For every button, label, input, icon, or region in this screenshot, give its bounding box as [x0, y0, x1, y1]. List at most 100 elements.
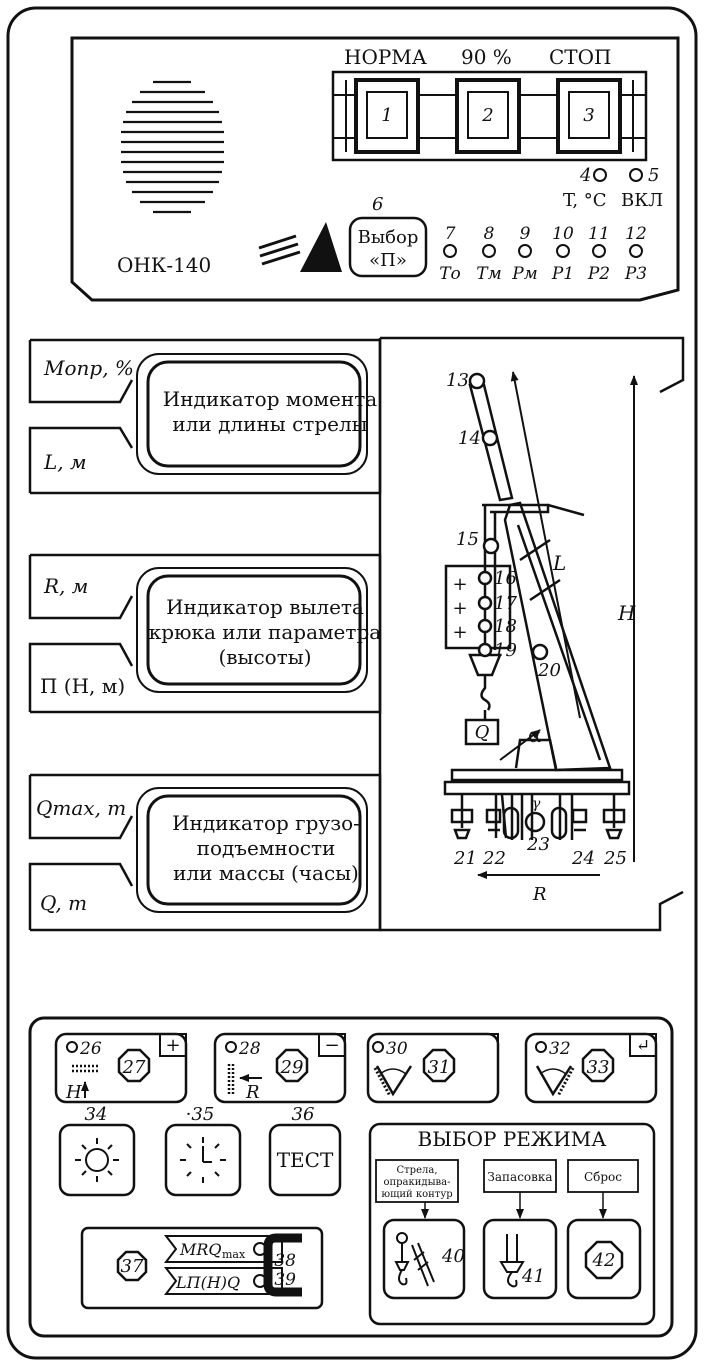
boom-mode-button[interactable]: 40 — [382, 1218, 466, 1300]
key-number: 40 — [441, 1246, 465, 1267]
brightness-key-number: 34 — [85, 1104, 108, 1125]
indicator-bottom-tab-label: L, м — [43, 450, 87, 474]
key-led — [66, 1041, 78, 1053]
boom-mode-caption-2: опракидыва- — [383, 1177, 450, 1188]
keypad-panel-frame — [28, 1016, 674, 1338]
key-slew-left[interactable]: 30 31 — [366, 1032, 500, 1104]
plus-sign: + — [452, 574, 467, 595]
boom-mode-caption-3: ющий контур — [381, 1189, 452, 1200]
sun-icon — [75, 1138, 119, 1182]
key-reach-minus[interactable]: − 28 R 29 — [213, 1032, 347, 1104]
sensor-led — [592, 244, 606, 258]
sensor-number: 10 — [552, 224, 574, 244]
power-label: ВКЛ — [621, 190, 663, 211]
key-led-number: 32 — [549, 1039, 571, 1059]
lamp-ninety: 2 — [455, 78, 521, 154]
point-number: 18 — [494, 616, 517, 637]
point-number: 22 — [482, 848, 506, 869]
point-number: 24 — [571, 848, 595, 869]
key-number: 41 — [521, 1266, 545, 1287]
octagon-button-icon — [422, 1048, 456, 1083]
lamp-number: 3 — [583, 105, 594, 126]
sensor-label: P1 — [551, 264, 574, 284]
lamp-stop: 3 — [556, 78, 622, 154]
key-number: 37 — [121, 1256, 144, 1277]
outer-frame — [6, 6, 698, 1360]
reach-label: R — [532, 884, 547, 905]
model-label: ОНК-140 — [117, 253, 211, 277]
lamp-number: 2 — [481, 105, 493, 126]
angle-gamma-label: γ — [532, 796, 541, 812]
octagon-button-icon — [117, 1048, 151, 1083]
reset-mode-button[interactable]: 42 — [566, 1218, 642, 1300]
sensor-number: 7 — [445, 224, 456, 244]
key-led-number: 28 — [238, 1039, 261, 1059]
plus-sign: + — [452, 622, 467, 643]
octagon-button-icon — [275, 1048, 309, 1083]
key-number: 27 — [122, 1057, 146, 1078]
indicator-top-tab-label: Mопр, % — [43, 356, 134, 380]
enter-icon: ↵ — [636, 1036, 650, 1056]
mrq-label: MRQ — [179, 1240, 222, 1259]
sensor-led — [518, 244, 532, 258]
indicator-moment-length: Mопр, % L, м Индикатор момента или длины… — [28, 338, 382, 495]
mrq-sub-label: max — [222, 1248, 246, 1261]
key-led — [372, 1041, 384, 1053]
key-height-up[interactable]: + 26 H 27 — [54, 1032, 188, 1104]
lphq-tab — [163, 1267, 283, 1295]
top-panel-frame — [70, 36, 680, 302]
key-number: 39 — [274, 1270, 296, 1290]
octagon-button-icon — [581, 1048, 615, 1083]
key-number: 33 — [587, 1057, 610, 1078]
sensor-label: P3 — [624, 264, 647, 284]
test-button[interactable]: ТЕСТ — [268, 1123, 342, 1197]
clock-key-number: ·35 — [186, 1104, 215, 1125]
mrq-max-tab — [163, 1235, 283, 1263]
status-label-90: 90 % — [461, 45, 512, 69]
indicator-top-tab-label: R, м — [43, 574, 88, 598]
sensor-label: Tо — [439, 264, 461, 284]
key-slew-right-enter[interactable]: ↵ 32 33 — [524, 1032, 658, 1104]
key-led — [535, 1041, 547, 1053]
reeving-mode-button[interactable]: 41 — [482, 1218, 558, 1300]
sensor-led — [482, 244, 496, 258]
point-number: 25 — [603, 848, 627, 869]
indicator-bottom-tab-label: Q, т — [40, 891, 87, 915]
indicator-title-2: подъемности — [197, 836, 336, 860]
octagon-button-icon[interactable] — [116, 1250, 148, 1282]
crane-schematic: + + + 13 14 15 16 17 18 19 20 Q α — [378, 336, 685, 932]
counterweight-box — [444, 564, 512, 650]
boom-mode-caption: Стрела, — [397, 1165, 438, 1176]
brightness-button[interactable] — [58, 1123, 136, 1197]
slew-angle-icon — [375, 1065, 413, 1097]
power-led-number: 5 — [648, 165, 659, 186]
test-button-label: ТЕСТ — [277, 1148, 334, 1172]
slew-angle-icon — [535, 1065, 573, 1097]
select-button-label: Выбор — [358, 227, 419, 248]
boom-hook-icon — [394, 1232, 435, 1287]
crane-chassis — [443, 738, 631, 840]
indicator-top-tab-label: Qmax, т — [36, 796, 126, 820]
load-label: Q — [475, 722, 490, 743]
key-led — [225, 1041, 237, 1053]
indicator-title: Индикатор грузо- — [172, 811, 360, 835]
key-number: 42 — [592, 1250, 616, 1271]
sensor-point — [531, 643, 549, 661]
height-icon: H — [65, 1082, 82, 1103]
select-p-button[interactable] — [348, 216, 428, 278]
indicator-capacity-mass: Qmax, т Q, т Индикатор грузо- подъемност… — [28, 773, 382, 932]
indicator-title-2: или длины стрелы — [172, 412, 367, 436]
select-button-label-2: «П» — [369, 250, 407, 271]
point-number: 21 — [453, 848, 477, 869]
sensor-number: 8 — [484, 224, 495, 244]
clock-button[interactable] — [164, 1123, 242, 1197]
boom-mode-caption-box — [375, 1159, 459, 1203]
point-number: 16 — [494, 568, 517, 589]
temp-label: T, °C — [563, 190, 607, 211]
ceiling-hatch-icon — [72, 1064, 100, 1073]
sensor-label: P2 — [587, 264, 610, 284]
sensor-number: 11 — [588, 224, 610, 244]
key-number: 29 — [280, 1057, 304, 1078]
hook-reeving-icon — [499, 1234, 525, 1288]
mode-selection-block: ВЫБОР РЕЖИМА Стрела, опракидыва- ющий ко… — [368, 1122, 656, 1326]
